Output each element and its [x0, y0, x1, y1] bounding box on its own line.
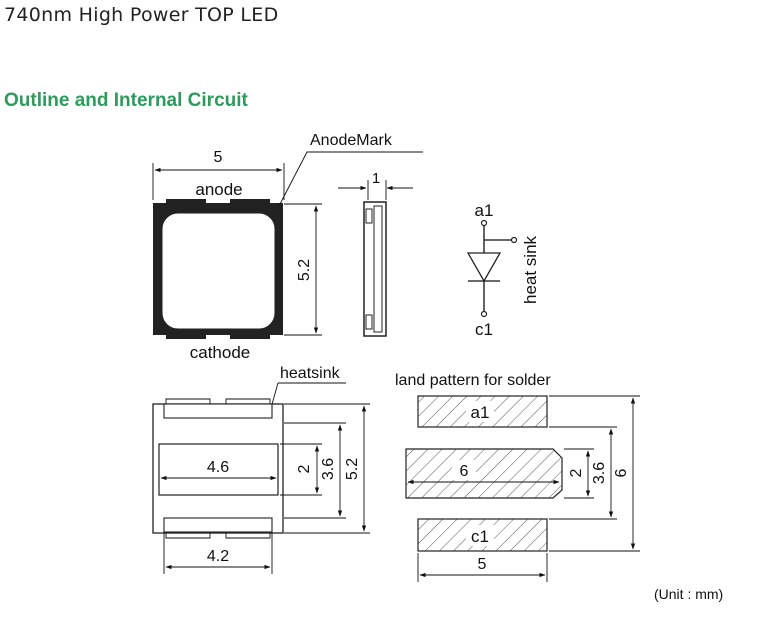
bottom-cathode-terminal: [163, 517, 273, 533]
bottom-terminal-width-dimension: 4.2: [207, 548, 229, 565]
top-height-dimension: 5.2: [296, 259, 313, 281]
land-overall-height-dimension: 6: [613, 468, 630, 477]
bottom-pad-height-dimension: 2: [296, 464, 313, 473]
anode-terminal-label: a1: [475, 201, 494, 220]
diode-symbol: [466, 252, 502, 283]
cathode-label: cathode: [190, 343, 251, 362]
anode-mark-label: AnodeMark: [310, 132, 393, 149]
side-thickness-dimension: 1: [372, 170, 380, 187]
land-pad-center: [405, 448, 563, 499]
section-heading: Outline and Internal Circuit: [4, 90, 248, 111]
cathode-terminal-label: c1: [475, 320, 493, 339]
top-width-dimension: 5: [214, 149, 223, 166]
bottom-pad-width-dimension: 4.6: [207, 459, 229, 476]
land-pattern: land pattern for solder a1 6 c1 2 3.6 6 …: [395, 372, 640, 582]
land-pattern-title: land pattern for solder: [395, 372, 551, 389]
bottom-anode-terminal: [163, 403, 273, 419]
bottom-overall-height-dimension: 5.2: [344, 458, 361, 480]
anode-mark-leader: [278, 151, 423, 207]
anode-label: anode: [195, 180, 242, 199]
bottom-heatsink-label: heatsink: [280, 365, 341, 382]
page-title: 740nm High Power TOP LED: [4, 4, 279, 26]
led-lens: [161, 212, 276, 330]
bottom-view: heatsink 4.6 2 3.6 5.2 4.: [152, 365, 370, 574]
heatsink-terminal: [510, 236, 518, 244]
land-middle-height-dimension: 3.6: [591, 462, 608, 484]
land-width-dimension: 5: [478, 556, 487, 573]
bottom-heatsink-pad: [158, 443, 279, 496]
land-pad-c1-label: c1: [471, 527, 489, 546]
unit-note: (Unit : mm): [654, 586, 724, 602]
heatsink-circuit-label: heat sink: [521, 235, 540, 304]
bottom-middle-height-dimension: 3.6: [320, 458, 337, 480]
top-view: 5 anode AnodeMark 5.2 cathode: [152, 132, 423, 362]
land-pad-height-dimension: 2: [568, 468, 585, 477]
land-pad-center-label: 6: [460, 463, 469, 480]
land-pad-a1-label: a1: [471, 403, 490, 422]
side-view: 1: [338, 170, 413, 337]
internal-circuit: a1 c1 heat sink: [466, 201, 540, 339]
